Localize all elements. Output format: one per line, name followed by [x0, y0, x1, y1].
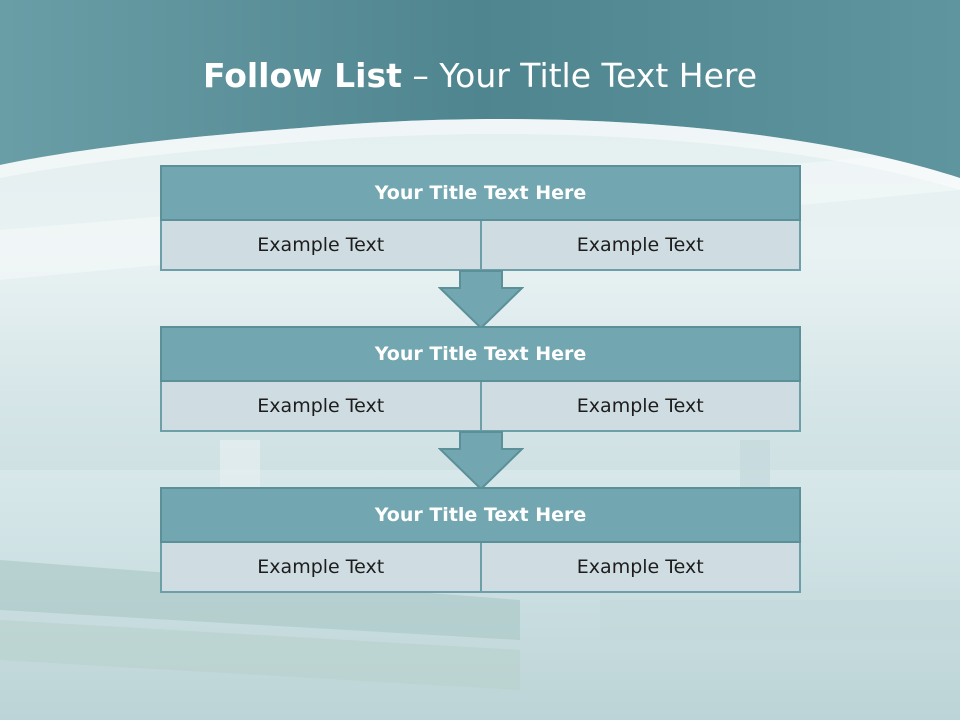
step-block-2: Your Title Text Here Example Text Exampl… [160, 326, 801, 432]
step-title: Your Title Text Here [160, 487, 801, 543]
down-arrow-icon [438, 431, 524, 491]
down-arrow-icon [438, 270, 524, 330]
title-rest: – Your Title Text Here [401, 56, 758, 95]
step-cell-right: Example Text [479, 382, 801, 432]
step-row: Example Text Example Text [160, 382, 801, 432]
step-cell-left: Example Text [160, 221, 480, 271]
step-cell-right: Example Text [479, 221, 801, 271]
step-title: Your Title Text Here [160, 165, 801, 221]
step-cell-left: Example Text [160, 543, 480, 593]
step-block-3: Your Title Text Here Example Text Exampl… [160, 487, 801, 593]
step-cell-left: Example Text [160, 382, 480, 432]
step-block-1: Your Title Text Here Example Text Exampl… [160, 165, 801, 271]
step-row: Example Text Example Text [160, 543, 801, 593]
step-cell-right: Example Text [479, 543, 801, 593]
title-bold: Follow List [202, 56, 402, 95]
step-row: Example Text Example Text [160, 221, 801, 271]
slide-title: Follow List – Your Title Text Here [0, 52, 960, 100]
step-title: Your Title Text Here [160, 326, 801, 382]
